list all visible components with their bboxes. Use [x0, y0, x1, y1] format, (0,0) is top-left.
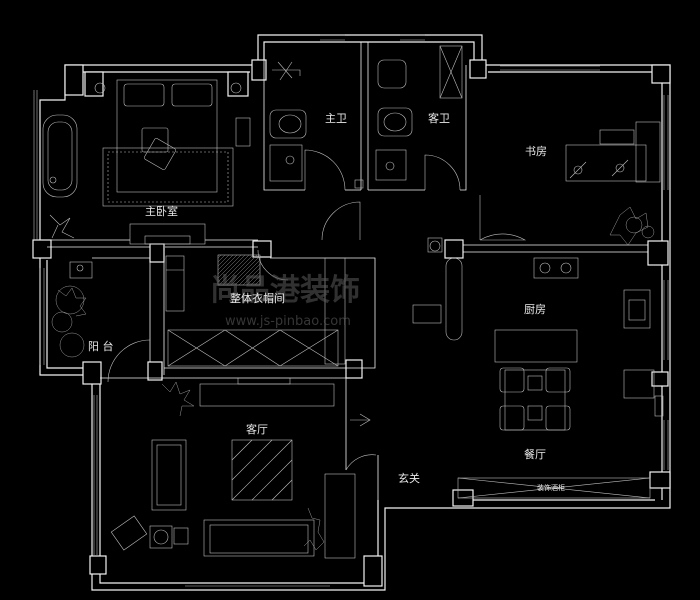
- closet-furniture: [165, 254, 346, 367]
- windows: [33, 34, 669, 587]
- balcony-plants: [51, 261, 93, 358]
- label-kitchen: 厨房: [524, 303, 546, 316]
- entry-arrow: [350, 413, 371, 427]
- watermark-text: 尚品港装饰: [210, 273, 360, 308]
- label-study: 书房: [525, 145, 547, 158]
- master-bedroom-furniture: [42, 79, 251, 245]
- label-master-bedroom: 主卧室: [145, 204, 178, 218]
- room-labels: 主卧室 主卫 客卫 书房 整体衣帽间 阳 台 厨房 客厅 玄关 餐厅 装饰酒柜: [88, 111, 565, 492]
- watermark: 尚品港装饰 www.js-pinbao.com: [210, 273, 360, 329]
- wall-pillars: [32, 59, 671, 587]
- label-walkin-closet: 整体衣帽间: [230, 291, 285, 305]
- kitchen-dining-furniture: [412, 257, 664, 499]
- label-dining-room: 餐厅: [524, 447, 546, 461]
- interior-walls: [40, 42, 648, 500]
- watermark-url: www.js-pinbao.com: [225, 314, 351, 329]
- doors: [107, 149, 527, 471]
- label-living-room: 客厅: [246, 422, 268, 436]
- guest-bath-fixtures: [375, 45, 463, 181]
- label-balcony: 阳 台: [88, 339, 114, 353]
- study-furniture: [427, 121, 661, 253]
- label-master-bath: 主卫: [325, 112, 347, 125]
- label-foyer: 玄关: [398, 471, 420, 485]
- label-guest-bath: 客卫: [428, 111, 450, 125]
- living-room-furniture: [110, 377, 356, 559]
- label-wine-cabinet: 装饰酒柜: [537, 483, 565, 492]
- master-bath-fixtures: [269, 61, 364, 189]
